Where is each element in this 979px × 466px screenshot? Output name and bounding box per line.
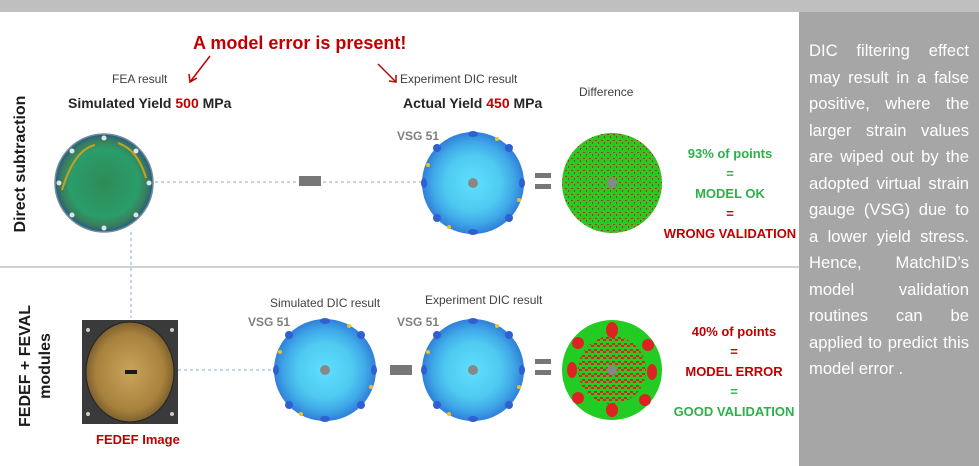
top-result-stat: 93% of points = MODEL OK = WRONG VALIDAT…: [663, 146, 797, 241]
difference-plate-bottom: [562, 320, 662, 420]
top-bar: [0, 0, 979, 12]
row-label-fedef-feval: FEDEF + FEVAL modules: [17, 305, 54, 427]
vsg-label-bottom-right: VSG 51: [397, 315, 440, 329]
simulated-dic-plate: [273, 318, 377, 422]
fedef-image-caption: FEDEF Image: [96, 432, 180, 447]
experiment-dic-title-top: Experiment DIC result: [400, 72, 518, 86]
minus-operator-bottom: [390, 365, 412, 375]
experiment-dic-plate-bottom: [421, 318, 525, 422]
side-note-panel: DIC filtering effect may result in a fal…: [799, 12, 979, 466]
vsg-label-bottom-left: VSG 51: [248, 315, 291, 329]
equals-operator-bottom: [535, 359, 551, 364]
bottom-result-stat: 40% of points = MODEL ERROR = GOOD VALID…: [673, 324, 795, 419]
equals-operator-top: [535, 173, 551, 178]
fea-title: FEA result: [112, 72, 168, 86]
minus-operator-top: [299, 176, 321, 186]
experiment-yield: Actual Yield 450 MPa: [403, 95, 543, 111]
vsg-label-top: VSG 51: [397, 129, 440, 143]
fea-plate: [54, 133, 154, 233]
difference-title: Difference: [579, 85, 634, 99]
headline: A model error is present!: [193, 33, 407, 53]
difference-plate-top: [562, 133, 662, 233]
experiment-dic-plate-top: [421, 131, 525, 235]
arrow-to-experiment: [377, 63, 397, 83]
fea-yield: Simulated Yield 500 MPa: [68, 95, 232, 111]
arrow-to-fea: [189, 55, 211, 83]
experiment-dic-title-bottom: Experiment DIC result: [425, 293, 543, 307]
fedef-image: [82, 320, 178, 424]
side-note-text: DIC filtering effect may result in a fal…: [809, 41, 969, 378]
diagram-graphics: [54, 55, 662, 424]
row-label-direct-subtraction: Direct subtraction: [12, 95, 29, 233]
row-divider: [0, 266, 799, 268]
simulated-dic-title: Simulated DIC result: [270, 296, 381, 310]
